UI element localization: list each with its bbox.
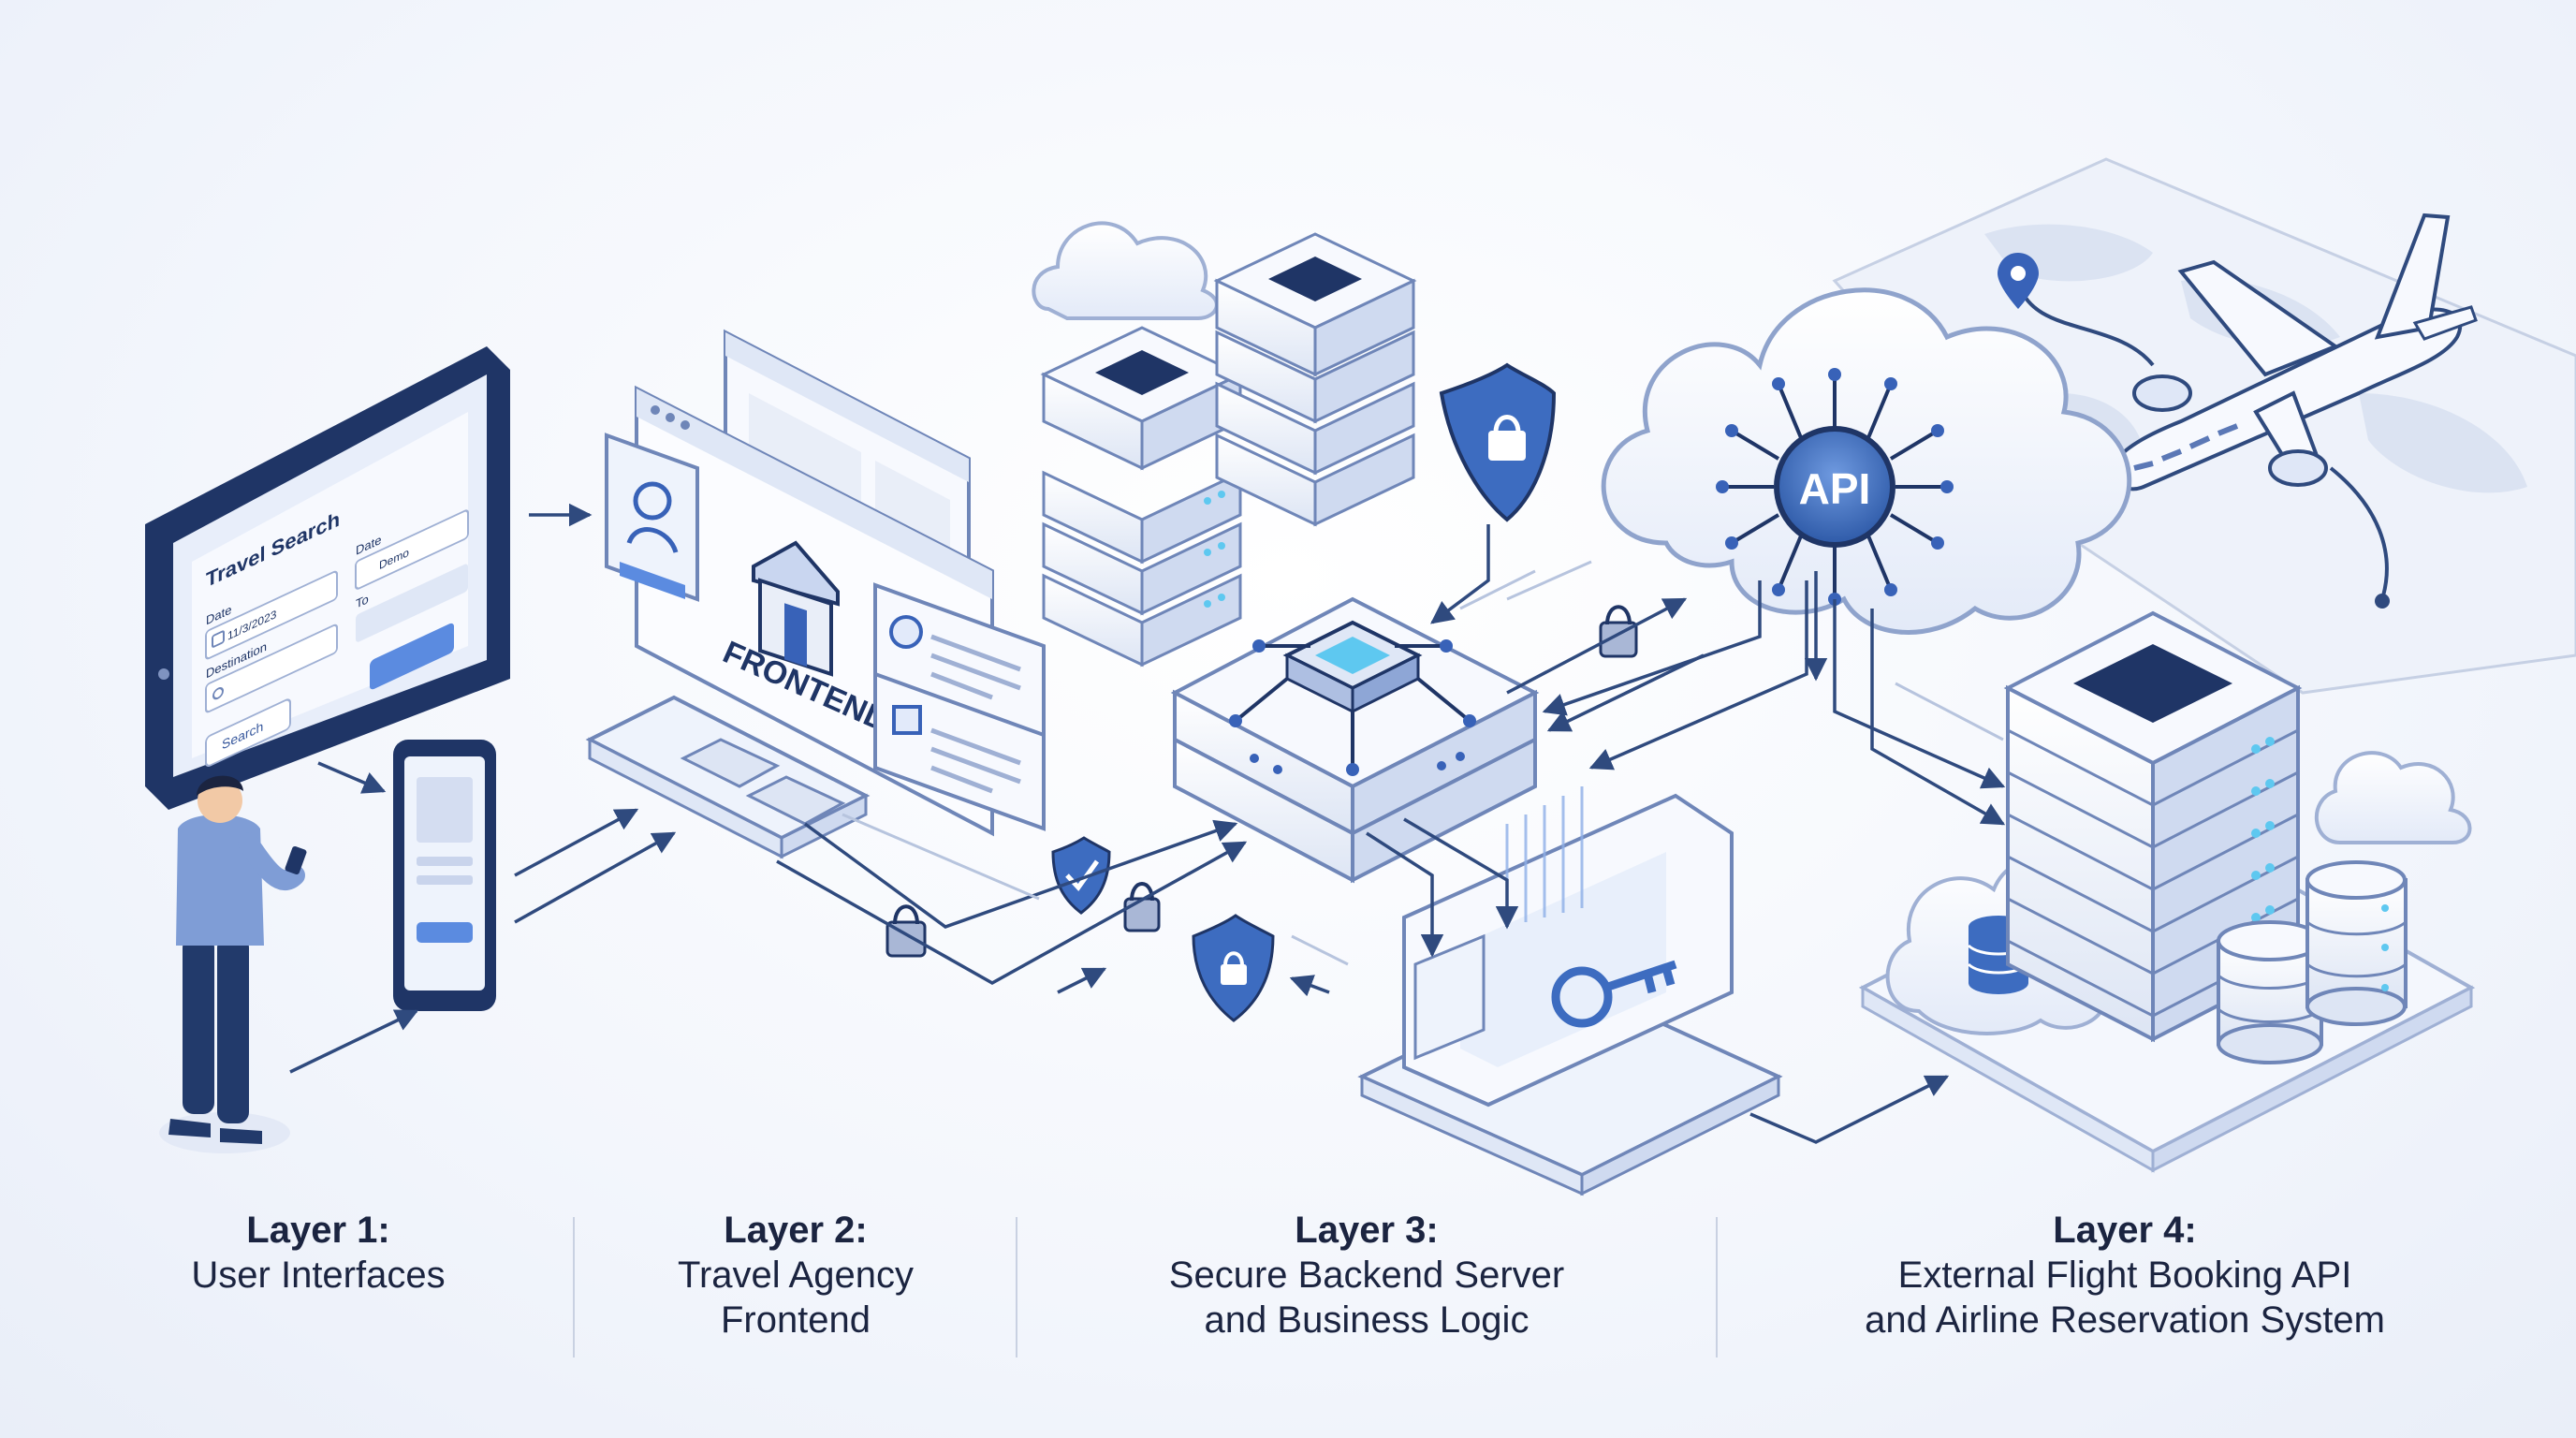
shield-lock-icon [1439,362,1557,522]
person-figure [159,775,307,1153]
layer-3-caption: Layer 3: Secure Backend Server and Busin… [1039,1208,1694,1343]
layer-2-title: Layer 2: [724,1210,868,1251]
api-label: API [1799,464,1871,513]
padlock-icon-3 [1599,605,1638,658]
layer-3-desc: Secure Backend Server and Business Logic [1168,1255,1565,1341]
separator-1 [573,1217,575,1357]
grid-icon [892,705,922,735]
api-cloud: API [1601,287,2132,635]
profile-card [605,433,699,602]
building-icon [752,540,840,677]
date2-field[interactable] [355,509,469,590]
layer-1-title: Layer 1: [246,1210,390,1251]
shield-lock-icon-lower [1192,914,1275,1022]
layer-1-caption: Layer 1: User Interfaces [112,1208,524,1298]
frontend-base-tray [585,695,871,859]
to-label: To [356,592,369,611]
info-card-2 [873,671,1046,831]
flow-lines-faint [842,560,2004,966]
cloud-icon-small [1032,221,1219,320]
user-icon [633,481,672,521]
database-cylinders [2217,860,2408,1064]
flow-arrows [289,503,2006,1144]
location-pin-icon [1998,253,2039,309]
phone-device [393,740,496,1011]
globe-icon [889,615,923,649]
padlock-icon-1 [886,904,927,958]
separator-3 [1716,1217,1718,1357]
airplane-icon [2112,213,2478,492]
pin-icon [212,686,224,700]
layer-2-caption: Layer 2: Travel Agency Frontend [590,1208,1002,1343]
layer-3-title: Layer 3: [1295,1210,1439,1251]
api-circuit [1722,374,1947,599]
layer-4-desc: External Flight Booking API and Airline … [1865,1255,2385,1341]
separator-2 [1016,1217,1017,1357]
server-rack-right [1213,232,1417,527]
to-field[interactable] [356,563,468,643]
date-field[interactable] [205,570,338,660]
layer-4-caption: Layer 4: External Flight Booking API and… [1760,1208,2490,1343]
key-icon [1551,960,1677,1028]
cloud-icon-right [2314,751,2472,844]
search-button[interactable] [205,698,291,768]
server-rack-left [1040,326,1244,668]
destination-field[interactable] [205,624,338,713]
submit-button[interactable] [370,622,454,691]
layer-1-desc: User Interfaces [191,1255,446,1296]
api-badge [1774,426,1895,548]
calendar-icon [212,630,225,648]
shield-check-icon [1051,836,1111,915]
layer-4-title: Layer 4: [2053,1210,2197,1251]
layer-2-desc: Travel Agency Frontend [678,1255,914,1341]
key-vault [1357,786,1783,1196]
central-hub [1170,596,1540,884]
